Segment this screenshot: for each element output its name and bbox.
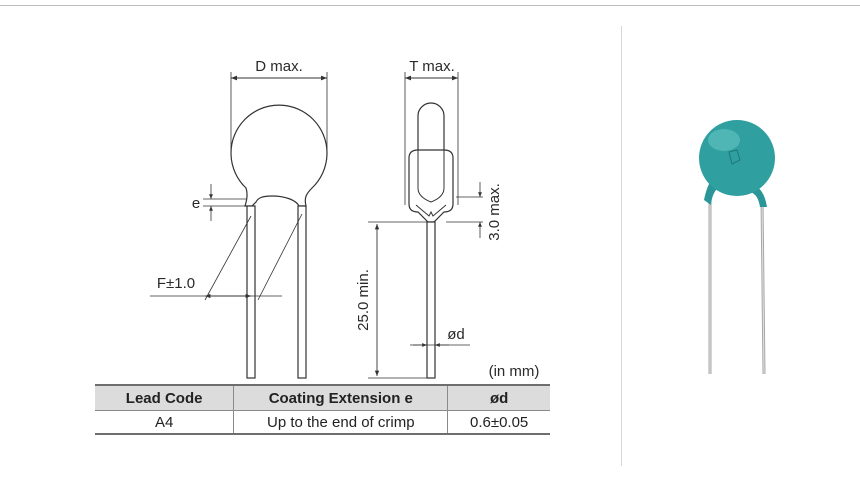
diameter-label: D max. bbox=[255, 58, 303, 75]
top-border-line bbox=[0, 5, 860, 6]
cell-lead-diameter: 0.6±0.05 bbox=[447, 410, 550, 435]
section-divider bbox=[621, 26, 622, 466]
front-view bbox=[150, 72, 328, 379]
table-header-row: Lead Code Coating Extension e ød bbox=[95, 384, 550, 411]
lead-diameter-label: ød bbox=[447, 326, 465, 343]
lead-spacing-label: F±1.0 bbox=[157, 275, 195, 292]
cell-lead-code: A4 bbox=[95, 410, 234, 435]
header-coating-extension: Coating Extension e bbox=[233, 384, 448, 411]
side-view bbox=[368, 72, 483, 379]
units-note: (in mm) bbox=[489, 363, 540, 380]
thickness-label: T max. bbox=[409, 58, 455, 75]
table-row: A4 Up to the end of crimp 0.6±0.05 bbox=[95, 410, 550, 435]
capacitor-photo bbox=[699, 120, 775, 375]
crimp-height-label: 3.0 max. bbox=[486, 183, 503, 241]
lead-spec-table: Lead Code Coating Extension e ød A4 Up t… bbox=[95, 384, 550, 435]
coating-extension-label: e bbox=[192, 195, 200, 212]
capacitor-body bbox=[699, 120, 775, 196]
header-lead-diameter: ød bbox=[447, 384, 550, 411]
header-lead-code: Lead Code bbox=[95, 384, 234, 411]
lead-length-label: 25.0 min. bbox=[355, 269, 372, 331]
cell-coating-extension: Up to the end of crimp bbox=[233, 410, 448, 435]
